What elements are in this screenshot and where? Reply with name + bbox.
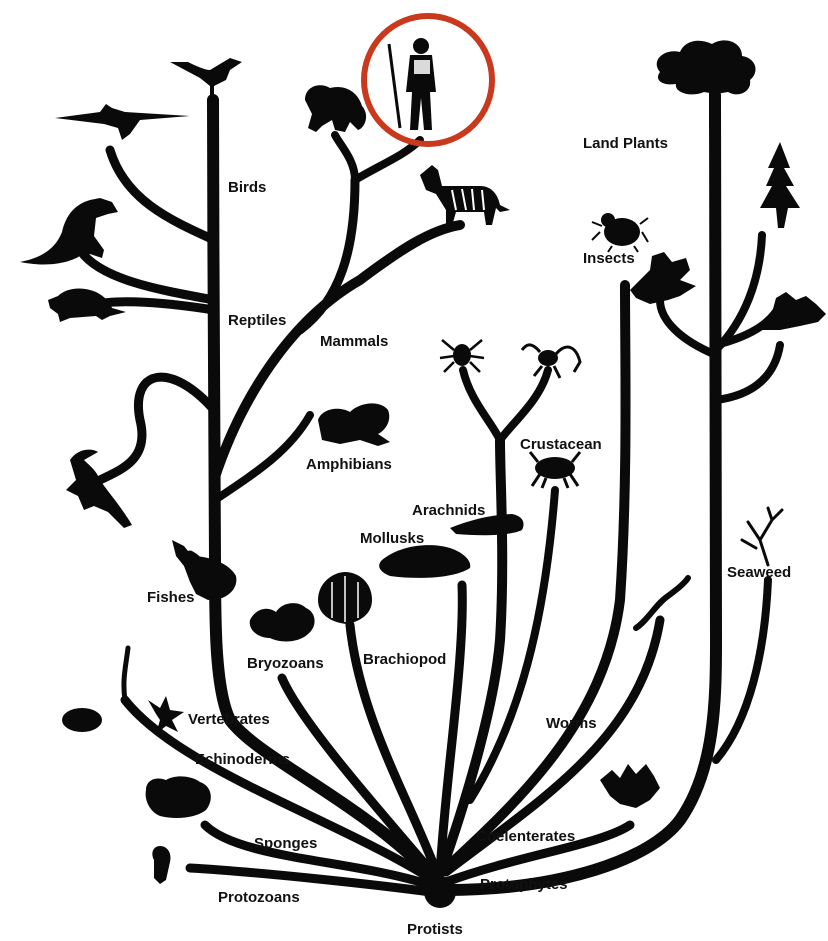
branch-arachnid-fork-left: [463, 370, 500, 440]
label-coelenterates: Coelenterates: [476, 829, 575, 844]
label-land-plants: Land Plants: [583, 136, 668, 151]
label-vertebrates: Vertebrates: [188, 712, 270, 727]
branch-lower-plant: [716, 345, 780, 400]
label-amphibians: Amphibians: [306, 457, 392, 472]
branch-echinoderm-tip: [124, 648, 128, 700]
label-worms: Worms: [546, 716, 597, 731]
label-mammals: Mammals: [320, 334, 388, 349]
label-bryozoans: Bryozoans: [247, 656, 324, 671]
bryozoan-icon: [250, 603, 315, 641]
brachiopod-shell-icon: [318, 572, 372, 624]
fern-icon: [630, 252, 696, 304]
label-arachnids: Arachnids: [412, 503, 485, 518]
label-reptiles: Reptiles: [228, 313, 286, 328]
pine-icon: [760, 142, 800, 228]
protozoan-icon: [152, 846, 170, 884]
label-sponges: Sponges: [254, 836, 317, 851]
moss-icon: [758, 292, 826, 330]
branch-mammal-trunk: [300, 180, 355, 330]
protists-root-node: [424, 876, 456, 908]
label-seaweed: Seaweed: [727, 565, 791, 580]
branch-pterosaur: [110, 150, 214, 240]
branch-gorilla: [335, 135, 355, 180]
label-fishes: Fishes: [147, 590, 195, 605]
crab-icon: [530, 452, 580, 488]
tree-icon: [657, 40, 756, 128]
sea-urchin-icon: [62, 708, 102, 732]
label-protists: Protists: [407, 922, 463, 937]
branch-dinosaur: [80, 250, 214, 300]
zebra-icon: [420, 165, 510, 226]
frog-icon: [318, 403, 390, 446]
branches: [80, 95, 782, 893]
branch-ichthyosaur: [100, 377, 214, 480]
seaweed-icon: [742, 508, 782, 565]
pterosaur-icon: [55, 104, 190, 140]
branch-arachnid-fork-right: [500, 370, 548, 440]
branch-fern: [660, 300, 716, 355]
label-protozoans: Protozoans: [218, 890, 300, 905]
gorilla-icon: [305, 85, 366, 132]
coral-icon: [600, 764, 660, 808]
label-birds: Birds: [228, 180, 266, 195]
label-brachiopod: Brachiopod: [363, 652, 446, 667]
bird-icon: [170, 58, 242, 95]
branch-human: [355, 140, 420, 180]
beetle-icon: [592, 213, 648, 252]
label-echinoderms: Echinoderms: [195, 752, 290, 767]
clam-icon: [379, 545, 470, 578]
label-crustacean: Crustacean: [520, 437, 602, 452]
dinosaur-icon: [20, 198, 118, 264]
human-icon: [389, 38, 436, 130]
ichthyosaur-icon: [66, 450, 132, 528]
label-insects: Insects: [583, 251, 635, 266]
label-protophytes: Protophytes: [480, 877, 568, 892]
sponge-icon: [146, 776, 211, 818]
branch-seaweed: [716, 580, 768, 760]
label-mollusks: Mollusks: [360, 531, 424, 546]
